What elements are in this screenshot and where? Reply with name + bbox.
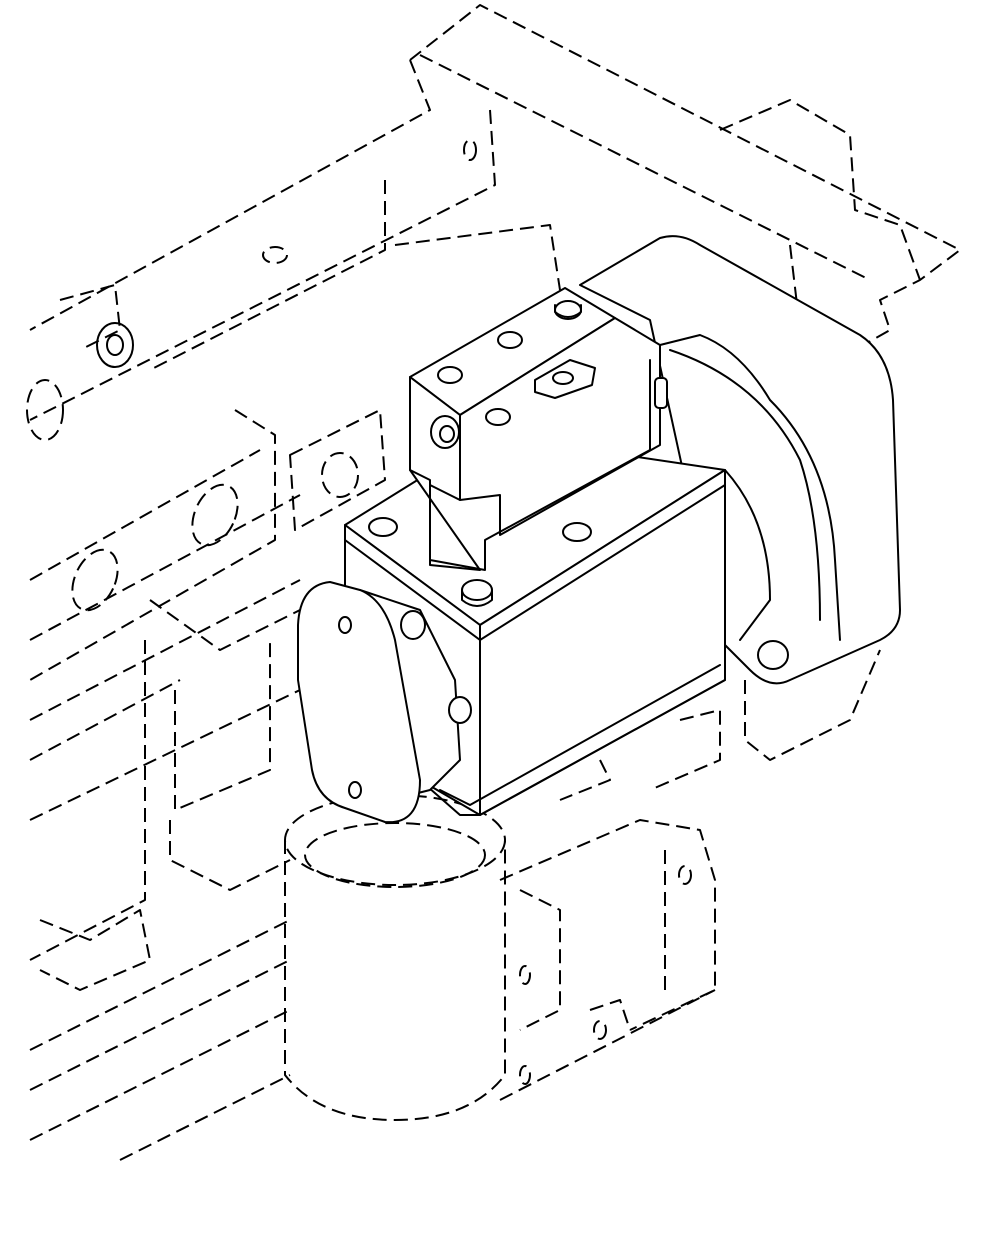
bolt-icon — [554, 300, 582, 320]
bolt-icon — [400, 610, 426, 640]
bolt-icon — [448, 696, 472, 724]
bolt-icon — [368, 517, 398, 537]
oil-filter-phantom — [284, 794, 506, 1121]
gasket-plate — [534, 359, 596, 399]
bolt-icon — [461, 579, 493, 607]
bolts — [368, 300, 789, 724]
pump-top-block — [409, 287, 668, 571]
bolt-icon — [497, 331, 523, 349]
end-cover — [297, 581, 461, 824]
bolt-icon — [757, 640, 789, 670]
bolt-icon — [485, 408, 511, 426]
bolt-icon — [437, 366, 463, 384]
engine-block-phantom — [26, 4, 961, 1161]
bolt-icon — [562, 522, 592, 542]
